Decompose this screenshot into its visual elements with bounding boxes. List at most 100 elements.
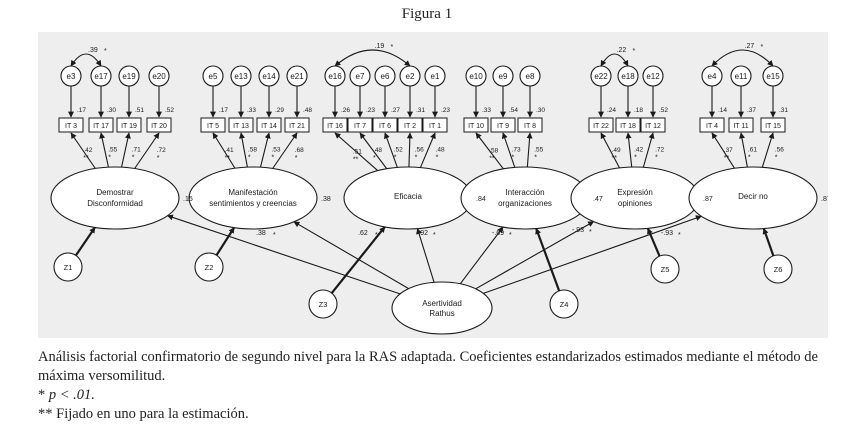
factor-2-disturbance-arrow <box>215 227 236 256</box>
factor-3-item-5-loading-mark: * <box>436 155 439 162</box>
factor-6-item-2-loading-mark: * <box>748 154 751 161</box>
factor-4-item-3-box <box>517 117 543 133</box>
factor-2-item-3-box <box>256 117 282 133</box>
factor-5-covariance-arc <box>600 53 629 67</box>
factor-1-item-1-error-circle <box>60 65 82 87</box>
factor-4-disturbance-circle <box>549 289 579 319</box>
factor-2-item-4-box <box>284 117 310 133</box>
factor-5-item-1-label: IT 22 <box>593 123 609 130</box>
factor-5-item-1-loading: .49 <box>612 147 621 154</box>
factor-6-item-1-box <box>699 117 725 133</box>
factor-5-r2: .87 <box>703 196 713 203</box>
factor-3-disturbance-circle <box>308 289 338 319</box>
factor-3-disturbance-arrow <box>330 226 386 294</box>
factor-3-covariance: .19 <box>375 43 385 50</box>
factor-5-item-3-r2: .52 <box>659 107 668 114</box>
factor-1-item-4-r2: .52 <box>165 107 174 114</box>
factor-2-item-2-loading-mark: * <box>248 154 251 161</box>
factor-3-disturbance-label: Z3 <box>319 300 328 309</box>
factor-4-item-3-r2: .30 <box>536 107 545 114</box>
figure-title: Figura 1 <box>401 6 453 22</box>
factor-3-item-2-box <box>347 117 373 133</box>
factor-3-item-1-box <box>322 117 348 133</box>
factor-2-item-4-loading-mark: * <box>295 155 298 162</box>
factor-1-ellipse <box>50 166 180 230</box>
factor-4-second-order-arrow <box>459 226 504 285</box>
factor-2-item-4-error-circle <box>286 65 308 87</box>
factor-1-second-order-star: * <box>273 232 276 239</box>
factor-4-item-3-error-label: e8 <box>526 72 535 81</box>
factor-1-item-2-loading: .55 <box>108 146 117 153</box>
factor-3-item-5-error-label: e1 <box>431 72 440 81</box>
factor-2-second-order-star: * <box>375 232 378 239</box>
factor-6-item-1-r2: .14 <box>718 107 727 114</box>
factor-5-item-1-error-label: e22 <box>594 72 608 81</box>
factor-3-item-1-loading-mark: ** <box>353 156 359 163</box>
factor-5-item-3-loading: .72 <box>655 146 664 153</box>
factor-4-item-2-label: IT 9 <box>497 123 509 130</box>
factor-4-item-1-loading-mark: ** <box>489 155 495 162</box>
factor-5-covariance-star: * <box>633 48 636 55</box>
factor-1-label: Demostrar <box>96 188 134 197</box>
factor-5-item-3-error-label: e12 <box>646 72 660 81</box>
factor-4-item-3-label: IT 8 <box>524 123 536 130</box>
factor-2-item-2-label: IT 13 <box>233 123 249 130</box>
factor-6-item-1-loading-arrow <box>711 132 736 169</box>
factor-2-item-1-loading-mark: ** <box>225 155 231 162</box>
factor-3-label: Eficacia <box>394 192 423 201</box>
factor-4-item-1-r2: .33 <box>482 107 491 114</box>
factor-2-disturbance-label: Z2 <box>205 263 214 272</box>
factor-2-second-order-arrow <box>293 221 409 290</box>
factor-5-disturbance-arrow <box>646 227 661 257</box>
factor-5-item-2-error-label: e18 <box>621 72 635 81</box>
factor-1-disturbance-arrow <box>74 226 96 257</box>
factor-5-item-3-error-circle <box>642 65 664 87</box>
factor-6-second-order-loading: -.93 <box>661 230 673 237</box>
factor-1-item-2-box <box>88 117 114 133</box>
factor-6-item-3-loading: .56 <box>775 146 784 153</box>
factor-1-item-1-loading-arrow <box>70 132 96 169</box>
factor-6-item-2-r2: .37 <box>747 107 756 114</box>
factor-5-item-1-loading-arrow <box>600 132 620 169</box>
factor-6-item-2-label: IT 11 <box>733 123 748 130</box>
factor-4-item-3-loading-mark: * <box>534 154 537 161</box>
factor-4-item-3-loading-arrow <box>526 132 533 168</box>
factor-3-item-1-error-label: e16 <box>328 72 342 81</box>
factor-6-item-2-error-label: e11 <box>735 72 748 81</box>
factor-4-item-2-loading: .73 <box>512 146 521 153</box>
factor-1-item-4-loading: .72 <box>157 147 166 154</box>
factor-2-item-2-error-circle <box>230 65 252 87</box>
factor-4-item-2-box <box>490 117 516 133</box>
factor-1-item-1-loading-mark: ** <box>83 155 89 162</box>
factor-6-item-3-loading-arrow <box>761 132 775 168</box>
factor-2-item-3-label: IT 14 <box>261 123 277 130</box>
factor-3-item-4-loading-mark: * <box>415 154 418 161</box>
factor-5-item-3-label: IT 12 <box>645 123 661 130</box>
factor-4-item-1-loading-arrow <box>475 132 504 170</box>
factor-1-item-2-error-circle <box>90 65 112 87</box>
factor-6-r2: .87 <box>821 196 828 203</box>
factor-6-item-2-box <box>728 117 754 133</box>
factor-2-item-4-loading: .68 <box>295 147 304 154</box>
factor-3-item-5-loading-arrow <box>419 132 436 168</box>
factor-2-item-3-r2: .29 <box>275 107 284 114</box>
factor-3-item-4-loading: .56 <box>415 146 424 153</box>
factor-1-item-2-label: IT 17 <box>93 123 109 130</box>
factor-4-disturbance-label: Z4 <box>560 300 569 309</box>
factor-5-ellipse <box>570 166 700 230</box>
factor-6-label: Decir no <box>738 192 768 201</box>
factor-5-label: Expresión <box>617 188 653 197</box>
factor-5-item-1-r2: .24 <box>607 107 616 114</box>
factor-4-item-2-error-label: e9 <box>499 72 508 81</box>
factor-2-item-2-loading-arrow <box>239 132 248 168</box>
factor-3-item-3-loading-arrow <box>383 132 398 168</box>
factor-6-second-order-arrow <box>483 215 702 294</box>
factor-6-disturbance-label: Z6 <box>774 265 783 274</box>
factor-4-item-2-r2: .54 <box>509 107 518 114</box>
factor-6-item-2-loading-arrow <box>739 132 748 168</box>
factor-3-item-4-r2: .31 <box>416 107 425 114</box>
caption-note-fixed: ** Fijado en uno para la estimación. <box>38 406 249 422</box>
factor-6-item-1-loading-mark: ** <box>724 155 730 162</box>
factor-2-item-2-r2: .33 <box>247 107 256 114</box>
factor-2-item-3-loading: .53 <box>271 146 280 153</box>
